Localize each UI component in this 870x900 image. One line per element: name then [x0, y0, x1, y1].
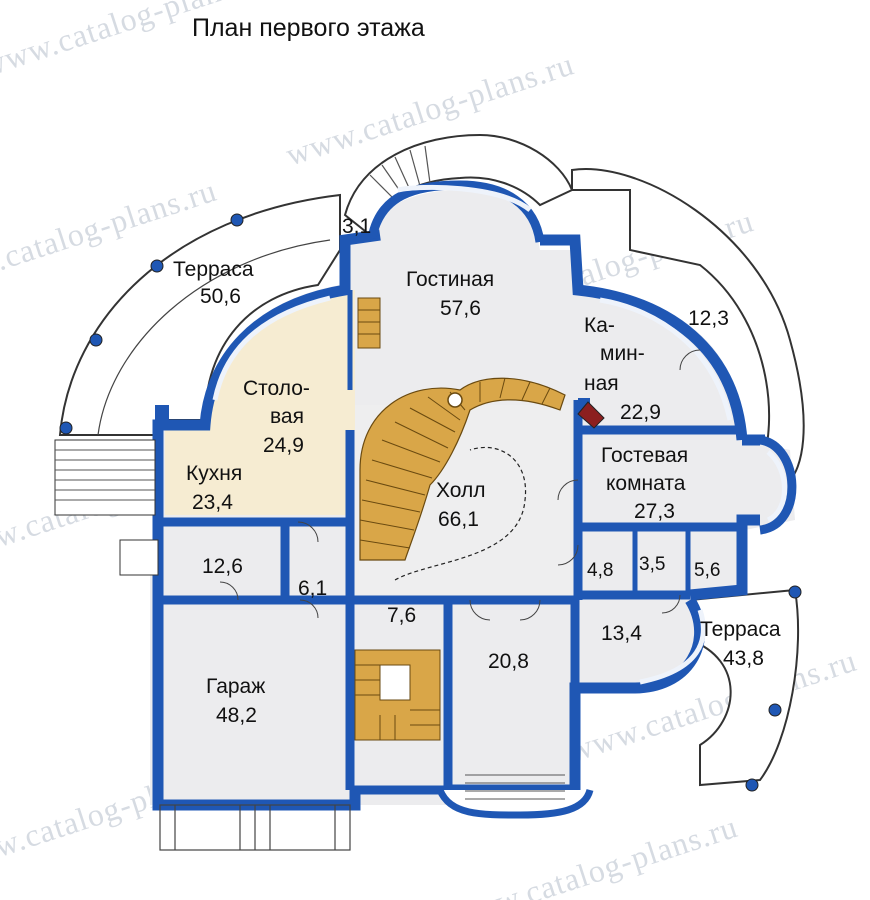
kitchen-area: 23,4 [192, 491, 233, 514]
garage-stair [354, 649, 441, 741]
guest-area: 27,3 [634, 500, 675, 523]
left-entrance-steps [54, 439, 159, 576]
hall-dashed-path [394, 446, 527, 581]
room-6-1-area: 6,1 [298, 577, 327, 600]
terrace-left-columns [59, 213, 244, 435]
fireplace-name-1: Ка- [584, 314, 615, 337]
plan-title: План первого этажа [192, 14, 425, 42]
room-3-5-area: 3,5 [639, 554, 665, 575]
fireplace-name-2: мин- [600, 342, 645, 365]
dining-area: 24,9 [263, 434, 304, 457]
spiral-stair-newel [447, 392, 463, 408]
terrace-right [689, 588, 800, 787]
door-swings [219, 349, 701, 621]
guest-bay [758, 435, 797, 535]
living-bay [367, 180, 545, 243]
terrace-left-name: Терраса [173, 258, 254, 281]
garage-name: Гараж [206, 675, 265, 698]
small-room-3-1-area: 3,1 [342, 215, 371, 238]
dining-name-2: вая [270, 405, 304, 428]
living-name: Гостиная [406, 268, 494, 291]
room-4-8-area: 4,8 [587, 560, 613, 581]
room-5-6-area: 5,6 [694, 560, 720, 581]
guest-name-2: комната [606, 472, 686, 495]
bottom-porch [436, 774, 594, 819]
living-area: 57,6 [440, 297, 481, 320]
terrace-right-columns [745, 585, 802, 792]
watermark-8: www.catalog-plans.ru [445, 808, 742, 900]
terrace-right-area: 43,8 [723, 647, 764, 670]
room-12-6-area: 12,6 [202, 555, 243, 578]
pier-left [155, 405, 169, 425]
terrace-left [58, 193, 341, 436]
dining-name-1: Столо- [243, 377, 310, 400]
room-labels: Терраса 50,6 3,1 Гостиная 57,6 12,3 Ка- … [173, 215, 781, 727]
fireplace-area: 22,9 [620, 401, 661, 424]
spiral-stair-treads [359, 377, 551, 549]
room-7-6-area: 7,6 [387, 604, 416, 627]
hall-name: Холл [436, 479, 486, 502]
hall-area: 66,1 [438, 508, 479, 531]
interior-walls [158, 400, 742, 795]
dining-stair [357, 297, 381, 349]
garage-area: 48,2 [216, 704, 257, 727]
fireplace-symbol [577, 401, 605, 429]
terrace-left-inner-edge [97, 239, 331, 436]
house-body [120, 190, 795, 805]
garage-doors [159, 804, 351, 851]
spiral-staircase [359, 377, 566, 581]
corridor-right-area: 12,3 [688, 307, 729, 330]
fireplace-name-3: ная [584, 372, 619, 395]
room-20-8-area: 20,8 [488, 650, 529, 673]
interior-thin-walls [347, 290, 691, 595]
terrace-right-name: Терраса [700, 618, 781, 641]
dining-floor [165, 290, 355, 515]
kitchen-name: Кухня [186, 462, 242, 485]
arc-windows [212, 184, 787, 685]
room-13-4-area: 13,4 [601, 622, 642, 645]
guest-name-1: Гостевая [601, 444, 688, 467]
spiral-stair-shape [359, 377, 566, 561]
terrace-left-area: 50,6 [200, 285, 241, 308]
